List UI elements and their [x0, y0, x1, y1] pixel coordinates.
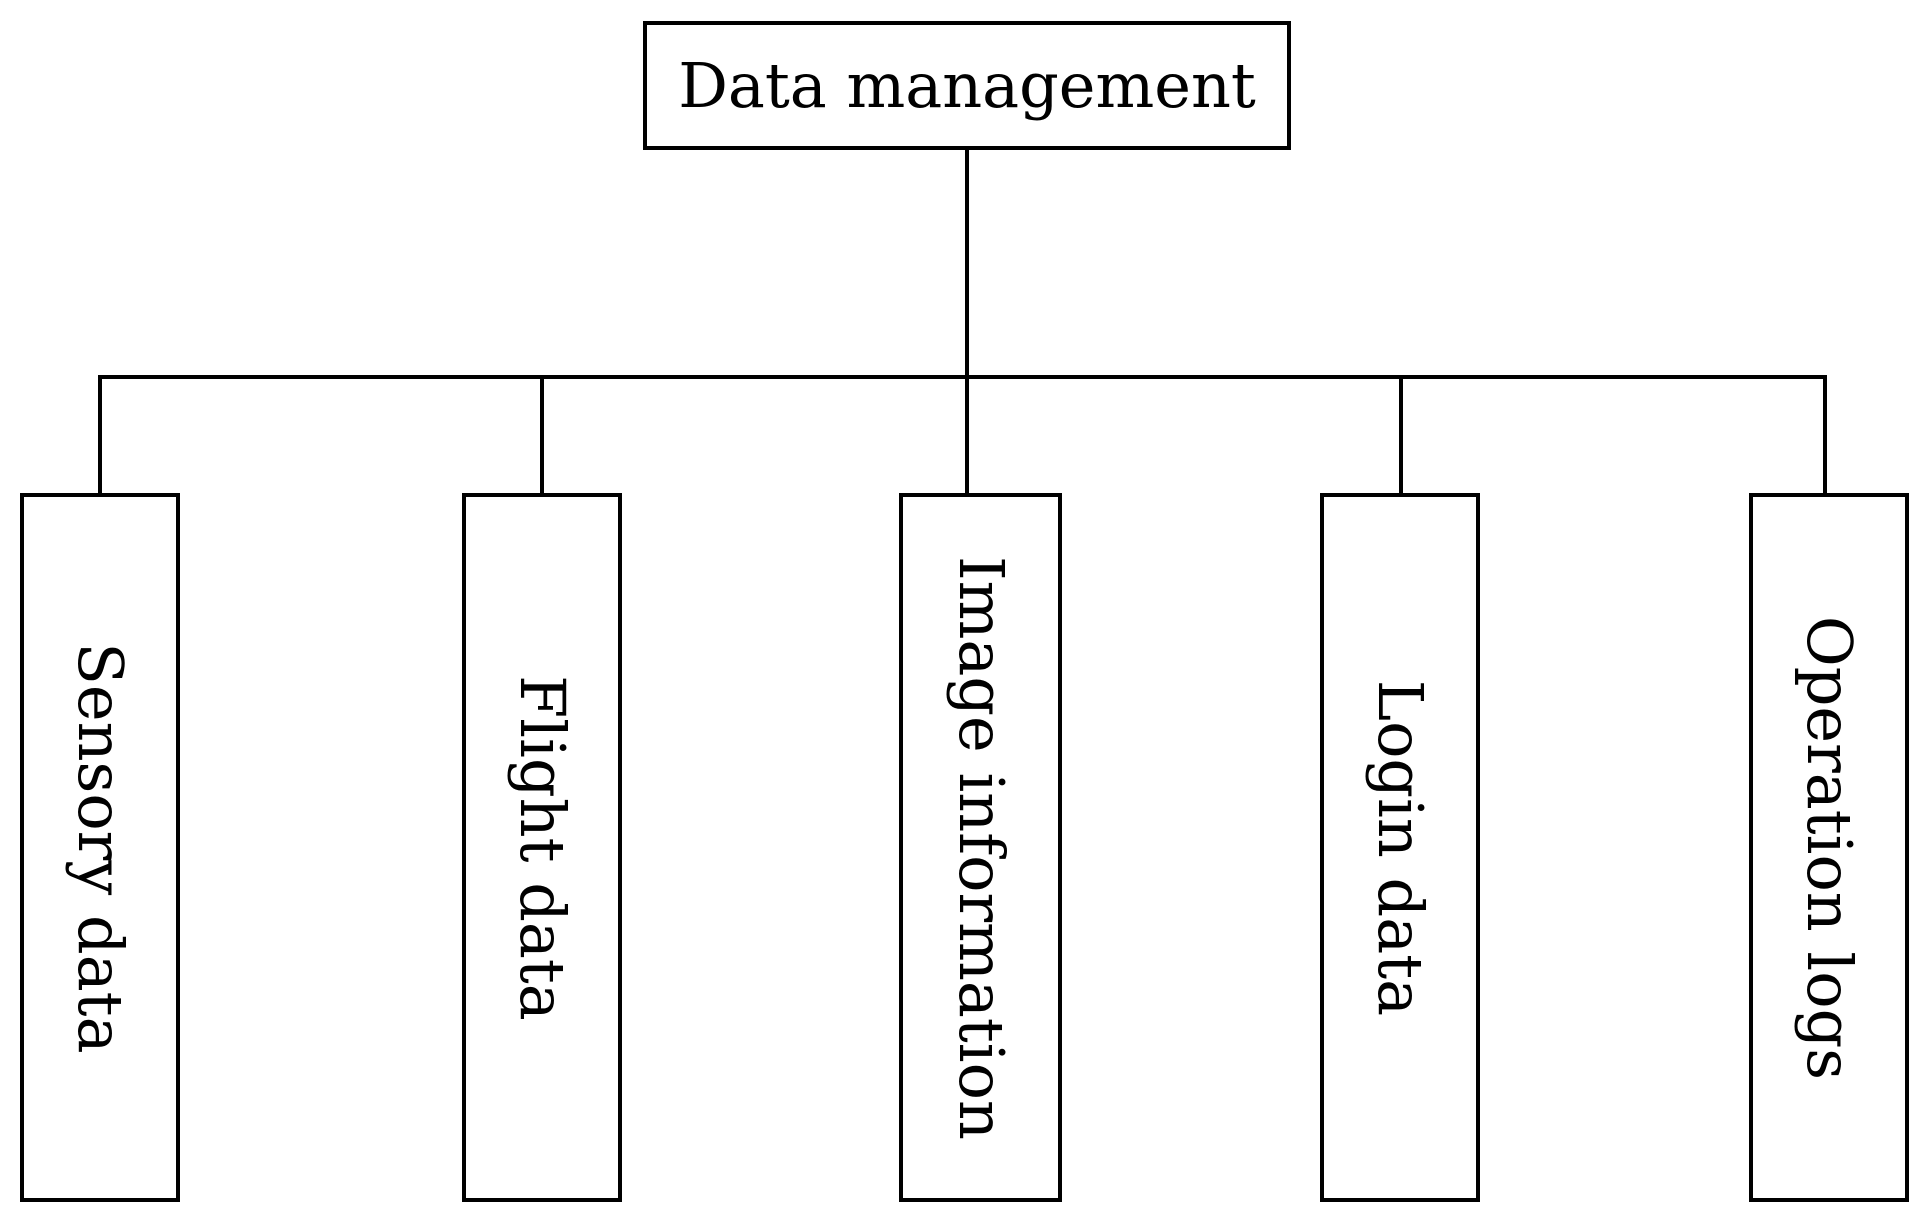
root-node-label: Data management: [678, 48, 1256, 122]
child-node-label: Image information: [944, 555, 1018, 1140]
child-node-sensory-data: Sensory data: [20, 493, 180, 1202]
child-node-label: Login data: [1364, 679, 1437, 1016]
child-node-label: Sensory data: [64, 641, 137, 1054]
child-node-image-information: Image information: [899, 493, 1062, 1202]
child-node-label: Operation logs: [1793, 615, 1866, 1080]
child-node-login-data: Login data: [1320, 493, 1480, 1202]
child-node-flight-data: Flight data: [462, 493, 622, 1202]
child-node-operation-logs: Operation logs: [1749, 493, 1909, 1202]
child-node-label: Flight data: [506, 674, 579, 1021]
root-node-data-management: Data management: [643, 21, 1291, 150]
